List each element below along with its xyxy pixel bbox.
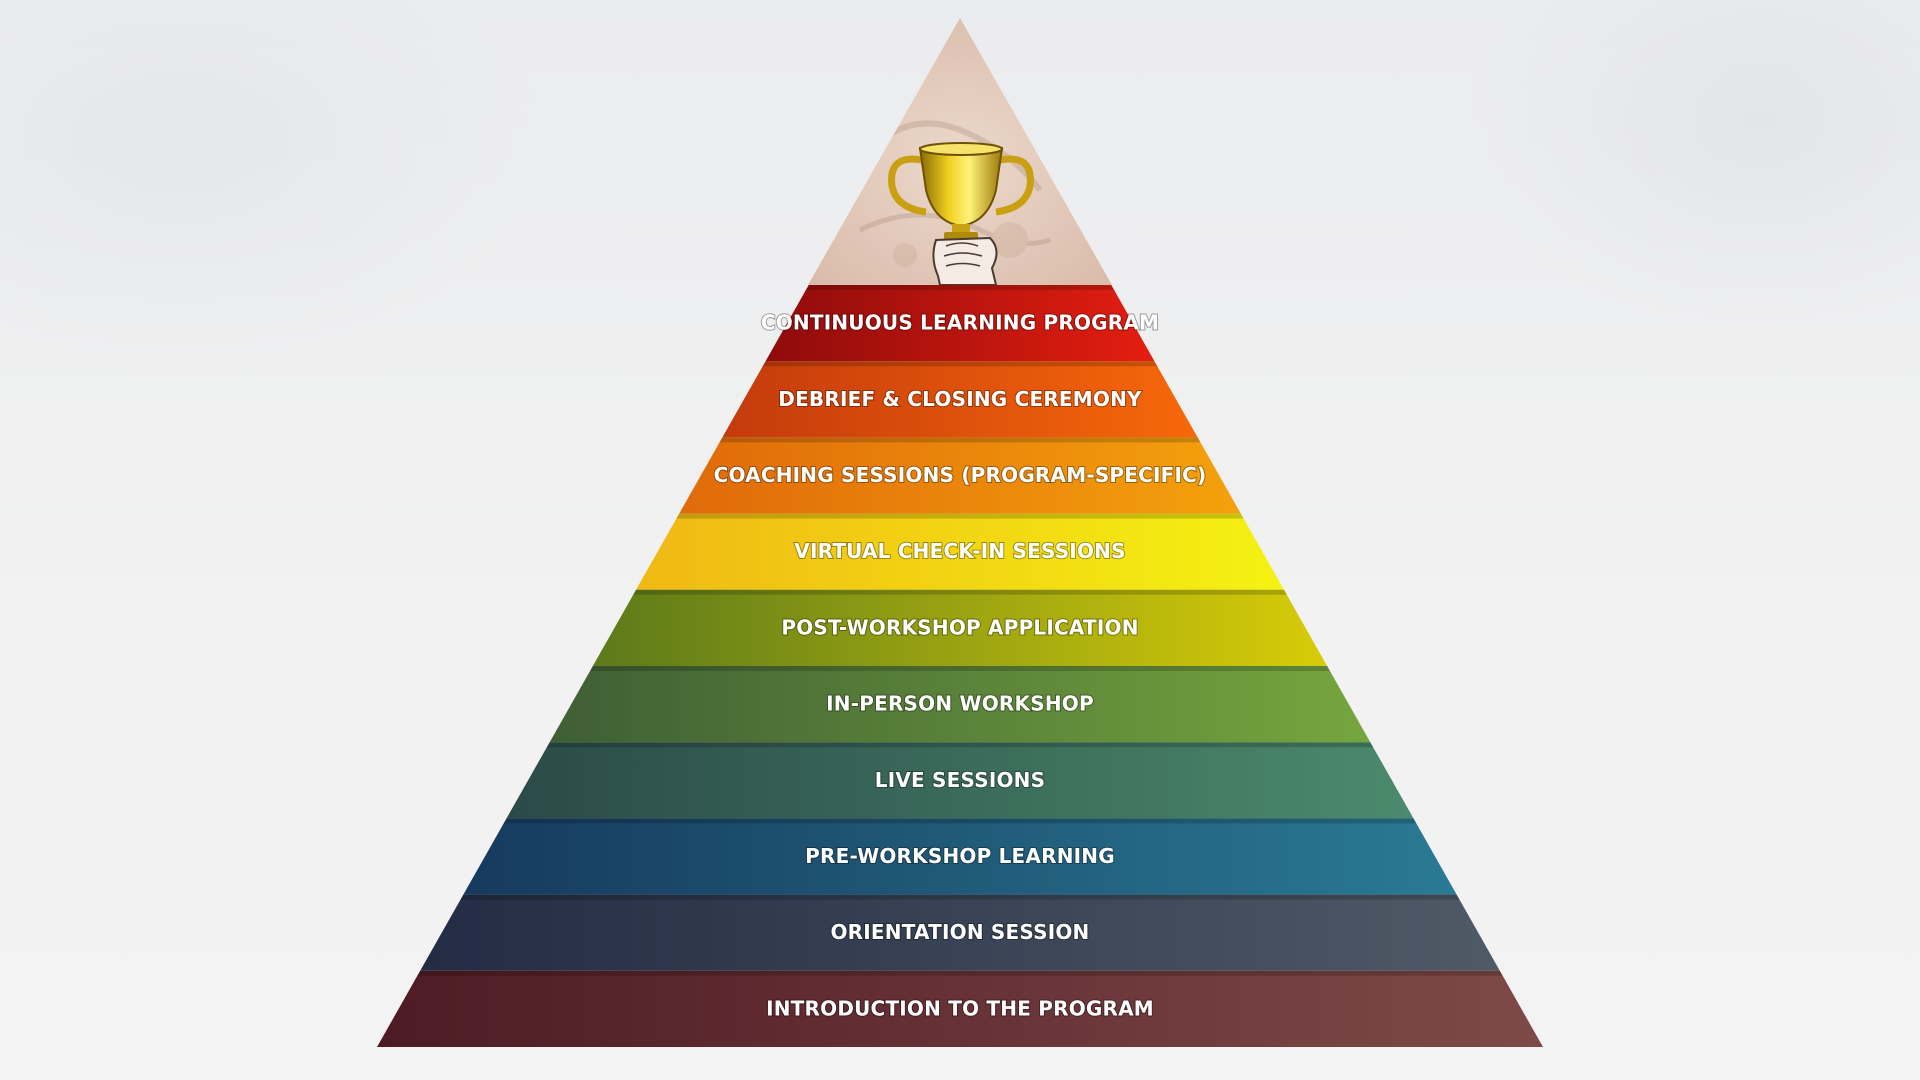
- pyramid-level-label: LIVE SESSIONS: [875, 768, 1045, 792]
- pyramid-level-shadow: [805, 285, 1115, 290]
- pyramid-level-shadow: [503, 818, 1417, 824]
- pyramid-level: ORIENTATION SESSION: [420, 894, 1500, 971]
- pyramid-level: LIVE SESSIONS: [506, 742, 1414, 819]
- pyramid-level: CONTINUOUS LEARNING PROGRAM: [760, 285, 1160, 362]
- pyramid-level: VIRTUAL CHECK-IN SESSIONS: [636, 513, 1284, 590]
- pyramid-level-label: IN-PERSON WORKSHOP: [826, 692, 1094, 716]
- pyramid-level-label: INTRODUCTION TO THE PROGRAM: [766, 996, 1154, 1020]
- pyramid-level: DEBRIEF & CLOSING CEREMONY: [722, 361, 1198, 438]
- pyramid-level-label: VIRTUAL CHECK-IN SESSIONS: [794, 539, 1125, 563]
- pyramid-level-shadow: [762, 361, 1158, 367]
- pyramid-level-shadow: [719, 437, 1201, 443]
- pyramid-level-band: [679, 437, 1241, 514]
- pyramid-level: PRE-WORKSHOP LEARNING: [463, 818, 1457, 895]
- pyramid-level-label: DEBRIEF & CLOSING CEREMONY: [778, 387, 1142, 411]
- pyramid-level: IN-PERSON WORKSHOP: [549, 666, 1371, 743]
- pyramid-level-label: COACHING SESSIONS (PROGRAM-SPECIFIC): [714, 463, 1207, 487]
- pyramid-level-shadow: [546, 742, 1374, 748]
- pyramid-level-band: [636, 513, 1284, 590]
- pyramid-level-shadow: [417, 970, 1503, 976]
- pyramid-levels: CONTINUOUS LEARNING PROGRAM DEBRIEF & CLO…: [377, 285, 1543, 1047]
- pyramid-level-band: [765, 285, 1155, 362]
- pyramid-level-label: CONTINUOUS LEARNING PROGRAM: [761, 311, 1159, 335]
- pyramid-level-shadow: [590, 666, 1330, 671]
- pyramid-level-shadow: [633, 589, 1287, 595]
- pyramid-level-label: PRE-WORKSHOP LEARNING: [805, 844, 1115, 868]
- pyramid-apex: [808, 18, 1112, 286]
- pyramid-level: INTRODUCTION TO THE PROGRAM: [377, 970, 1543, 1047]
- pyramid-level-band: [377, 970, 1543, 1047]
- pyramid-level-band: [420, 894, 1500, 971]
- pyramid-level-band: [592, 589, 1328, 666]
- pyramid-level-label: ORIENTATION SESSION: [830, 920, 1089, 944]
- pyramid-level-band: [722, 361, 1198, 438]
- pyramid-level: COACHING SESSIONS (PROGRAM-SPECIFIC): [679, 437, 1241, 514]
- pyramid-level-label: POST-WORKSHOP APPLICATION: [781, 615, 1138, 639]
- pyramid-level-band: [463, 818, 1457, 895]
- pyramid-level: POST-WORKSHOP APPLICATION: [592, 589, 1328, 666]
- pyramid-level-shadow: [460, 894, 1460, 900]
- pyramid-level-band: [506, 742, 1414, 819]
- pyramid-level-shadow: [676, 513, 1244, 519]
- pyramid-level-band: [549, 666, 1371, 743]
- trophy-in-hand-icon: [888, 142, 1034, 286]
